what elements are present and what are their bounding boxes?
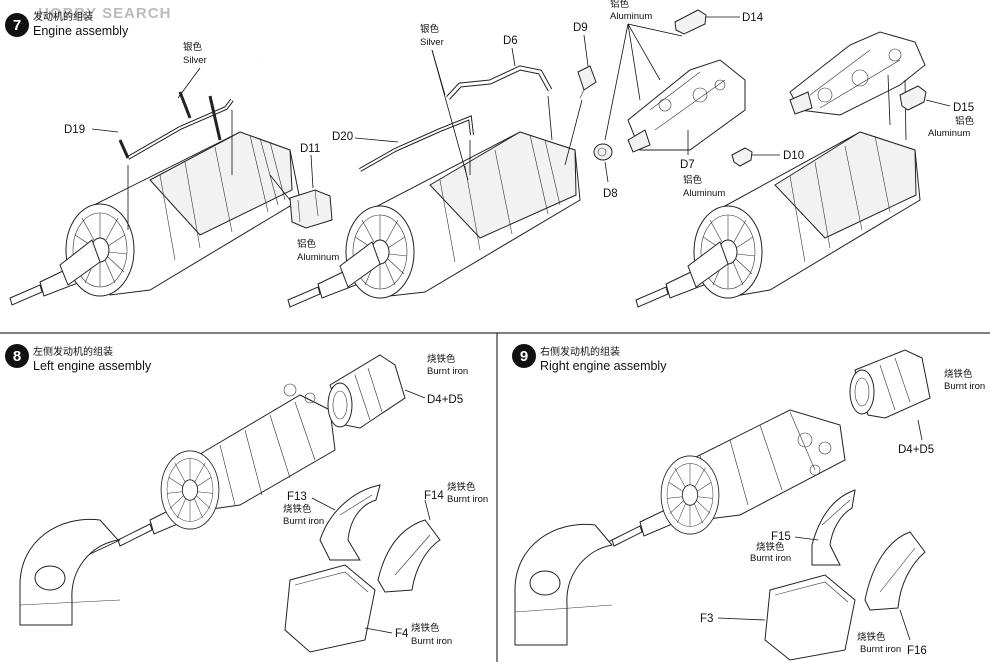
part-F14 xyxy=(377,519,441,593)
part-D14 xyxy=(674,9,707,35)
label-silver-en-d6: Silver xyxy=(420,37,444,48)
label-D7: D7 xyxy=(680,159,695,171)
label-silver-en-d19: Silver xyxy=(183,55,207,66)
step-7-header: 7 发动机的组装 Engine assembly xyxy=(5,10,129,38)
part-intake-elbow-right xyxy=(514,523,613,646)
part-D15 xyxy=(899,85,927,111)
label-burnt-cn-f14: 烧铁色 xyxy=(447,481,476,493)
label-aluminum-en-d10: Aluminum xyxy=(683,188,725,199)
label-burnt-en-f4: Burnt iron xyxy=(411,636,452,647)
part-D6-pipe xyxy=(446,65,553,100)
step-7-engine-1-drawing xyxy=(9,131,301,306)
label-burnt-en-d4d5-left: Burnt iron xyxy=(427,366,468,377)
label-aluminum-en-top: Aluminum xyxy=(610,11,652,22)
label-burnt-cn-f16: 烧铁色 xyxy=(857,631,886,643)
label-F4: F4 xyxy=(395,628,409,640)
part-F4 xyxy=(284,564,376,653)
label-burnt-en-f16: Burnt iron xyxy=(860,644,901,655)
label-silver-cn-d6: 银色 xyxy=(420,23,440,35)
label-burnt-cn-f15: 烧铁色 xyxy=(756,541,785,553)
label-F14: F14 xyxy=(424,490,444,502)
part-D8 xyxy=(593,143,613,161)
label-aluminum-cn-d11: 铝色 xyxy=(297,238,317,250)
label-burnt-cn-f4: 烧铁色 xyxy=(411,622,440,634)
part-D10 xyxy=(731,147,753,167)
step-9-badge xyxy=(512,344,536,368)
step-9-title-en: Right engine assembly xyxy=(540,359,667,373)
part-D7 xyxy=(627,59,746,153)
label-D11: D11 xyxy=(300,143,320,155)
step-8-badge xyxy=(5,344,29,368)
step-7-title-en: Engine assembly xyxy=(33,24,129,38)
label-D19: D19 xyxy=(64,124,85,136)
label-D9: D9 xyxy=(573,22,588,34)
label-burnt-en-f15: Burnt iron xyxy=(750,553,791,564)
step-8-header: 8 左侧发动机的组装 Left engine assembly xyxy=(5,344,152,373)
step-8-engine-drawing xyxy=(59,383,346,569)
label-aluminum-cn-d10: 铝色 xyxy=(683,174,703,186)
part-D4D5-nozzle xyxy=(327,354,406,429)
step-7-badge xyxy=(5,13,29,37)
step-7-engine-2-drawing xyxy=(287,131,581,308)
part-D4D5-nozzle-right xyxy=(849,349,931,419)
part-F16 xyxy=(864,531,926,611)
label-D20: D20 xyxy=(332,131,353,143)
step-9-header: 9 右侧发动机的组装 Right engine assembly xyxy=(512,344,667,373)
part-D9 xyxy=(577,65,597,99)
label-aluminum-cn-top: 铝色 xyxy=(610,0,630,10)
step-9-title-cn: 右侧发动机的组装 xyxy=(540,345,620,358)
step-7-title-cn: 发动机的组装 xyxy=(33,10,93,23)
label-burnt-cn-d4d5-left: 烧铁色 xyxy=(427,353,456,365)
label-F16: F16 xyxy=(907,645,927,657)
part-D19-pipe xyxy=(118,59,263,160)
label-burnt-en-d4d5-right: Burnt iron xyxy=(944,381,985,392)
part-gearbox-right xyxy=(789,31,926,116)
part-D11 xyxy=(289,189,333,229)
step-7-number: 7 xyxy=(13,17,21,34)
label-D15: D15 xyxy=(953,102,974,114)
label-F15: F15 xyxy=(771,531,791,543)
part-F13 xyxy=(319,484,381,561)
watermark-text: HOBBY SEARCH xyxy=(38,5,171,22)
label-burnt-en-f14: Burnt iron xyxy=(447,494,488,505)
label-burnt-cn-f13: 烧铁色 xyxy=(283,503,312,515)
step-8-number: 8 xyxy=(13,348,21,365)
label-burnt-cn-d4d5-right: 烧铁色 xyxy=(944,368,973,380)
label-silver-cn-d19: 银色 xyxy=(183,41,203,53)
step-9-engine-drawing xyxy=(554,409,846,569)
label-burnt-en-f13: Burnt iron xyxy=(283,516,324,527)
step-9-number: 9 xyxy=(520,348,528,365)
label-D14: D14 xyxy=(742,12,764,24)
label-D10: D10 xyxy=(783,150,804,162)
label-D4D5-left: D4+D5 xyxy=(427,394,463,406)
label-D8: D8 xyxy=(603,188,618,200)
part-F15 xyxy=(811,489,856,566)
label-aluminum-cn-d15: 铝色 xyxy=(955,115,975,127)
step-8-title-en: Left engine assembly xyxy=(33,359,152,373)
part-intake-elbow-left xyxy=(19,518,121,626)
part-F3 xyxy=(764,574,856,661)
part-D20-pipe xyxy=(359,115,474,172)
label-aluminum-en-d11: Aluminum xyxy=(297,252,339,263)
label-D6: D6 xyxy=(503,35,518,47)
label-D4D5-right: D4+D5 xyxy=(898,444,934,456)
label-F3: F3 xyxy=(700,613,713,625)
step-7-engine-3-drawing xyxy=(635,131,921,308)
step-8-title-cn: 左侧发动机的组装 xyxy=(33,345,113,358)
label-F13: F13 xyxy=(287,491,307,503)
label-aluminum-en-d15: Aluminum xyxy=(928,128,970,139)
